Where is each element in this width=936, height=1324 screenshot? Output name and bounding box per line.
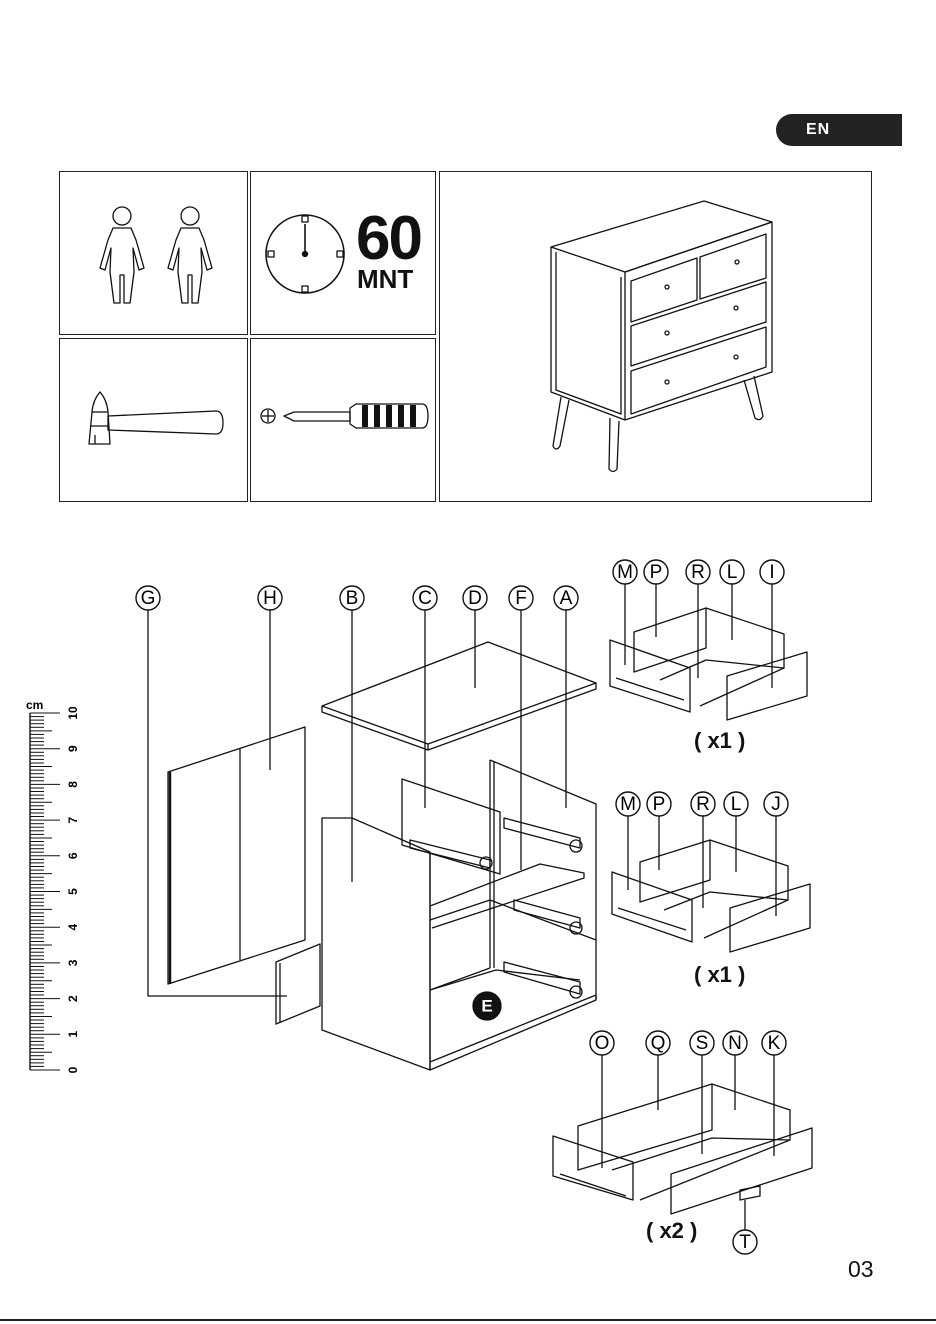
- screwdriver-icon: [261, 404, 428, 428]
- svg-text:D: D: [468, 588, 482, 609]
- part-label-r: R: [686, 560, 710, 584]
- two-persons-icon: [100, 207, 212, 303]
- part-label-d: D: [463, 586, 487, 610]
- ruler-tick-label: 8: [66, 781, 80, 788]
- part-label-m: M: [616, 792, 640, 816]
- ruler-tick-label: 2: [66, 995, 80, 1002]
- part-label-o: O: [590, 1031, 614, 1055]
- panel-c: [402, 779, 500, 874]
- part-label-a: A: [554, 586, 578, 610]
- ruler-tick-label: 5: [66, 888, 80, 895]
- dresser-illustration: [551, 201, 772, 472]
- drawer-2-quantity: ( x1 ): [694, 962, 745, 988]
- ruler-tick-label: 9: [66, 745, 80, 752]
- drawer-runners: [410, 818, 582, 998]
- side-panel-b: [322, 818, 596, 1070]
- part-label-g: G: [136, 586, 160, 610]
- ruler-unit: cm: [26, 698, 43, 712]
- drawer-3-quantity: ( x2 ): [646, 1218, 697, 1244]
- part-label-p: P: [647, 792, 671, 816]
- svg-text:L: L: [727, 562, 738, 583]
- svg-text:N: N: [728, 1033, 742, 1054]
- svg-text:A: A: [560, 588, 573, 609]
- svg-text:R: R: [691, 562, 705, 583]
- svg-text:J: J: [771, 794, 781, 815]
- part-label-m: M: [613, 560, 637, 584]
- svg-text:K: K: [768, 1033, 781, 1054]
- svg-text:P: P: [650, 562, 663, 583]
- back-panel-h: [168, 727, 305, 984]
- ruler-tick-label: 4: [66, 924, 80, 931]
- part-label-p: P: [644, 560, 668, 584]
- part-label-t: T: [733, 1230, 757, 1254]
- leader-lines: [148, 610, 566, 996]
- part-label-h: H: [258, 586, 282, 610]
- ruler-ticks: [30, 713, 60, 1070]
- svg-text:F: F: [515, 588, 527, 609]
- part-label-i: I: [760, 560, 784, 584]
- svg-text:C: C: [418, 588, 432, 609]
- hammer-icon: [89, 392, 223, 444]
- drawer-1-exploded: [610, 584, 807, 720]
- part-label-l: L: [724, 792, 748, 816]
- page-number: 03: [848, 1256, 874, 1283]
- ruler-tick-label: 7: [66, 816, 80, 823]
- part-label-f: F: [509, 586, 533, 610]
- part-label-l: L: [720, 560, 744, 584]
- svg-text:R: R: [696, 794, 710, 815]
- svg-text:P: P: [653, 794, 666, 815]
- svg-text:G: G: [141, 588, 156, 609]
- svg-text:O: O: [595, 1033, 610, 1054]
- clock-icon: [266, 215, 344, 293]
- svg-text:B: B: [346, 588, 359, 609]
- drawer-3-exploded: [553, 1055, 812, 1230]
- part-label-b: B: [340, 586, 364, 610]
- svg-text:M: M: [617, 562, 633, 583]
- svg-text:H: H: [263, 588, 277, 609]
- svg-text:S: S: [696, 1033, 709, 1054]
- part-label-n: N: [723, 1031, 747, 1055]
- side-panel-a: [490, 760, 596, 1000]
- part-label-r: R: [691, 792, 715, 816]
- ruler-tick-label: 10: [66, 706, 80, 720]
- shelf-f: [430, 864, 584, 928]
- ruler-tick-label: 1: [66, 1031, 80, 1038]
- part-label-q: Q: [646, 1031, 670, 1055]
- drawer-2-exploded: [612, 816, 810, 952]
- part-label-k: K: [762, 1031, 786, 1055]
- bottom-rule: [0, 1319, 936, 1321]
- board-mark-e-label: E: [481, 996, 492, 1015]
- drawer-1-quantity: ( x1 ): [694, 728, 745, 754]
- part-label-c: C: [413, 586, 437, 610]
- ruler-tick-label: 6: [66, 852, 80, 859]
- top-panel-d: [322, 642, 596, 750]
- svg-text:M: M: [620, 794, 636, 815]
- part-label-s: S: [690, 1031, 714, 1055]
- ruler-tick-label: 0: [66, 1066, 80, 1073]
- svg-text:T: T: [739, 1232, 751, 1253]
- svg-text:Q: Q: [651, 1033, 666, 1054]
- svg-text:I: I: [769, 562, 774, 583]
- part-label-j: J: [764, 792, 788, 816]
- plinth-g: [276, 944, 320, 1024]
- svg-text:L: L: [731, 794, 742, 815]
- ruler-tick-label: 3: [66, 959, 80, 966]
